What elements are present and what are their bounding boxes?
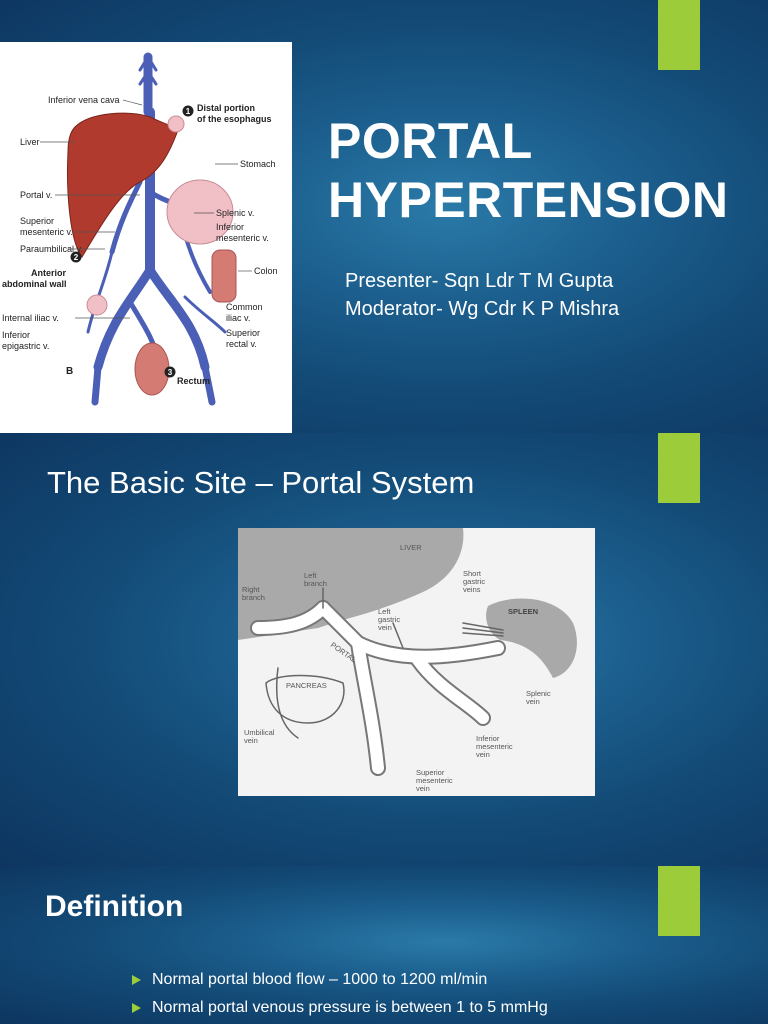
moderator-text: Moderator- Wg Cdr K P Mishra: [345, 295, 619, 323]
slide-title: Inferior vena cava Distal portion of the…: [0, 0, 768, 433]
liver-shape: [68, 113, 178, 257]
paraumbilical: [88, 252, 112, 332]
schematic-illustration: LIVER Right branch Left branch Short gas…: [238, 528, 595, 796]
list-item: Normal portal venous pressure is between…: [132, 994, 548, 1022]
label-stomach: Stomach: [240, 159, 276, 169]
title-line-2: HYPERTENSION: [328, 171, 758, 230]
label-liver: Liver: [20, 137, 40, 147]
portal-system-schematic: LIVER Right branch Left branch Short gas…: [238, 528, 595, 796]
presentation-title: PORTAL HYPERTENSION: [328, 112, 758, 230]
label-distal-1: Distal portion: [197, 103, 255, 113]
label-sup-mes-2: mesenteric v.: [20, 227, 73, 237]
slide-portal-system: The Basic Site – Portal System: [0, 433, 768, 866]
label-common-iliac-1: Common: [226, 302, 263, 312]
slide-title: Definition: [45, 890, 183, 924]
label-abd-wall-2: abdominal wall: [2, 279, 67, 289]
s-label-inf-mes-3: vein: [476, 750, 490, 759]
inf-mesenteric-vein: [418, 660, 483, 718]
bullet-arrow-icon: [132, 1003, 141, 1013]
bullet-arrow-icon: [132, 975, 141, 985]
label-rectum: Rectum: [177, 376, 210, 386]
s-label-spleen: SPLEEN: [508, 607, 538, 616]
rectum-shape: [135, 343, 169, 395]
credits: Presenter- Sqn Ldr T M Gupta Moderator- …: [345, 267, 619, 323]
label-colon: Colon: [254, 266, 278, 276]
label-sup-mes-1: Superior: [20, 216, 54, 226]
anatomy-illustration: Inferior vena cava Distal portion of the…: [0, 42, 292, 433]
label-ivc: Inferior vena cava: [48, 95, 120, 105]
slide-definition: Definition Normal portal blood flow – 10…: [0, 866, 768, 1024]
label-distal-2: of the esophagus: [197, 114, 272, 124]
label-sup-rectal-1: Superior: [226, 328, 260, 338]
s-label-left-2: branch: [304, 579, 327, 588]
list-item: Normal portal blood flow – 1000 to 1200 …: [132, 966, 548, 994]
definition-bullets: Normal portal blood flow – 1000 to 1200 …: [132, 966, 548, 1022]
accent-bar: [658, 0, 700, 70]
label-inf-epi-2: epigastric v.: [2, 341, 49, 351]
colon-shape: [212, 250, 236, 302]
label-inf-mes-1: Inferior: [216, 222, 244, 232]
presenter-text: Presenter- Sqn Ldr T M Gupta: [345, 267, 619, 295]
s-label-splenic-2: vein: [526, 697, 540, 706]
accent-bar: [658, 433, 700, 503]
s-label-sup-mes-3: vein: [416, 784, 430, 793]
label-splenic: Splenic v.: [216, 208, 254, 218]
label-sup-rectal-2: rectal v.: [226, 339, 257, 349]
slide-title: The Basic Site – Portal System: [47, 465, 474, 501]
marker-2: 2: [74, 253, 79, 262]
title-line-1: PORTAL: [328, 112, 758, 171]
s-label-liver: LIVER: [400, 543, 422, 552]
iliac-left-lower: [95, 367, 98, 402]
s-label-pancreas: PANCREAS: [286, 681, 327, 690]
accent-bar: [658, 866, 700, 936]
esophagus-shape: [168, 116, 184, 132]
umbilicus-shape: [87, 295, 107, 315]
marker-3: 3: [168, 368, 173, 377]
s-label-right-2: branch: [242, 593, 265, 602]
label-inf-mes-2: mesenteric v.: [216, 233, 269, 243]
s-label-left-gastric-3: vein: [378, 623, 392, 632]
s-label-short-3: veins: [463, 585, 481, 594]
label-inf-epi-1: Inferior: [2, 330, 30, 340]
label-common-iliac-2: iliac v.: [226, 313, 250, 323]
marker-1: 1: [186, 107, 191, 116]
label-internal-iliac: Internal iliac v.: [2, 313, 59, 323]
label-abd-wall-1: Anterior: [31, 268, 67, 278]
label-portal: Portal v.: [20, 190, 52, 200]
portal-anatomy-diagram: Inferior vena cava Distal portion of the…: [0, 42, 292, 433]
label-panel-letter: B: [66, 366, 73, 377]
s-label-umbilical-2: vein: [244, 736, 258, 745]
